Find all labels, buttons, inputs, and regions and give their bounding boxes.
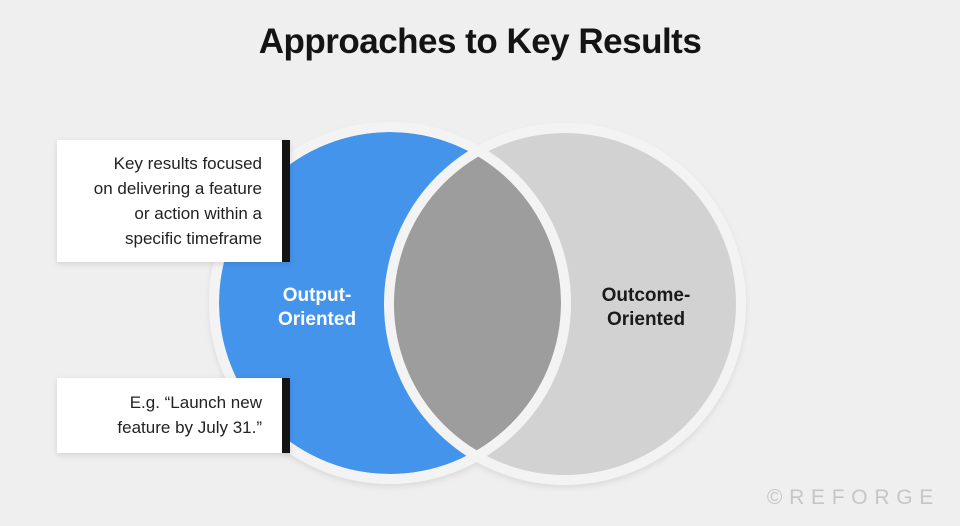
callout-definition-line-1: Key results focused — [113, 154, 262, 173]
callout-definition-line-3: or action within a — [134, 204, 262, 223]
output-label-line-1: Output- — [282, 285, 352, 306]
callout-output-example: E.g. “Launch new feature by July 31.” — [57, 378, 290, 453]
output-circle-label: Output- Oriented — [278, 284, 356, 332]
callout-example-line-2: feature by July 31.” — [117, 418, 262, 437]
callout-definition-line-2: on delivering a feature — [93, 179, 262, 198]
page-title: Approaches to Key Results — [258, 22, 702, 61]
output-label-line-2: Oriented — [277, 309, 357, 330]
callout-definition-line-4: specific timeframe — [125, 229, 262, 248]
output-circle-gap-ring — [209, 122, 571, 484]
outcome-label-line-2: Oriented — [606, 309, 686, 330]
overlap-lens — [394, 133, 561, 474]
callout-output-definition: Key results focused on delivering a feat… — [57, 140, 290, 262]
callout-example-line-1: E.g. “Launch new — [129, 393, 262, 412]
outcome-label-line-1: Outcome- — [601, 285, 691, 306]
outcome-circle-label: Outcome- Oriented — [602, 284, 691, 332]
reforge-watermark: ©REFORGE — [766, 486, 940, 509]
